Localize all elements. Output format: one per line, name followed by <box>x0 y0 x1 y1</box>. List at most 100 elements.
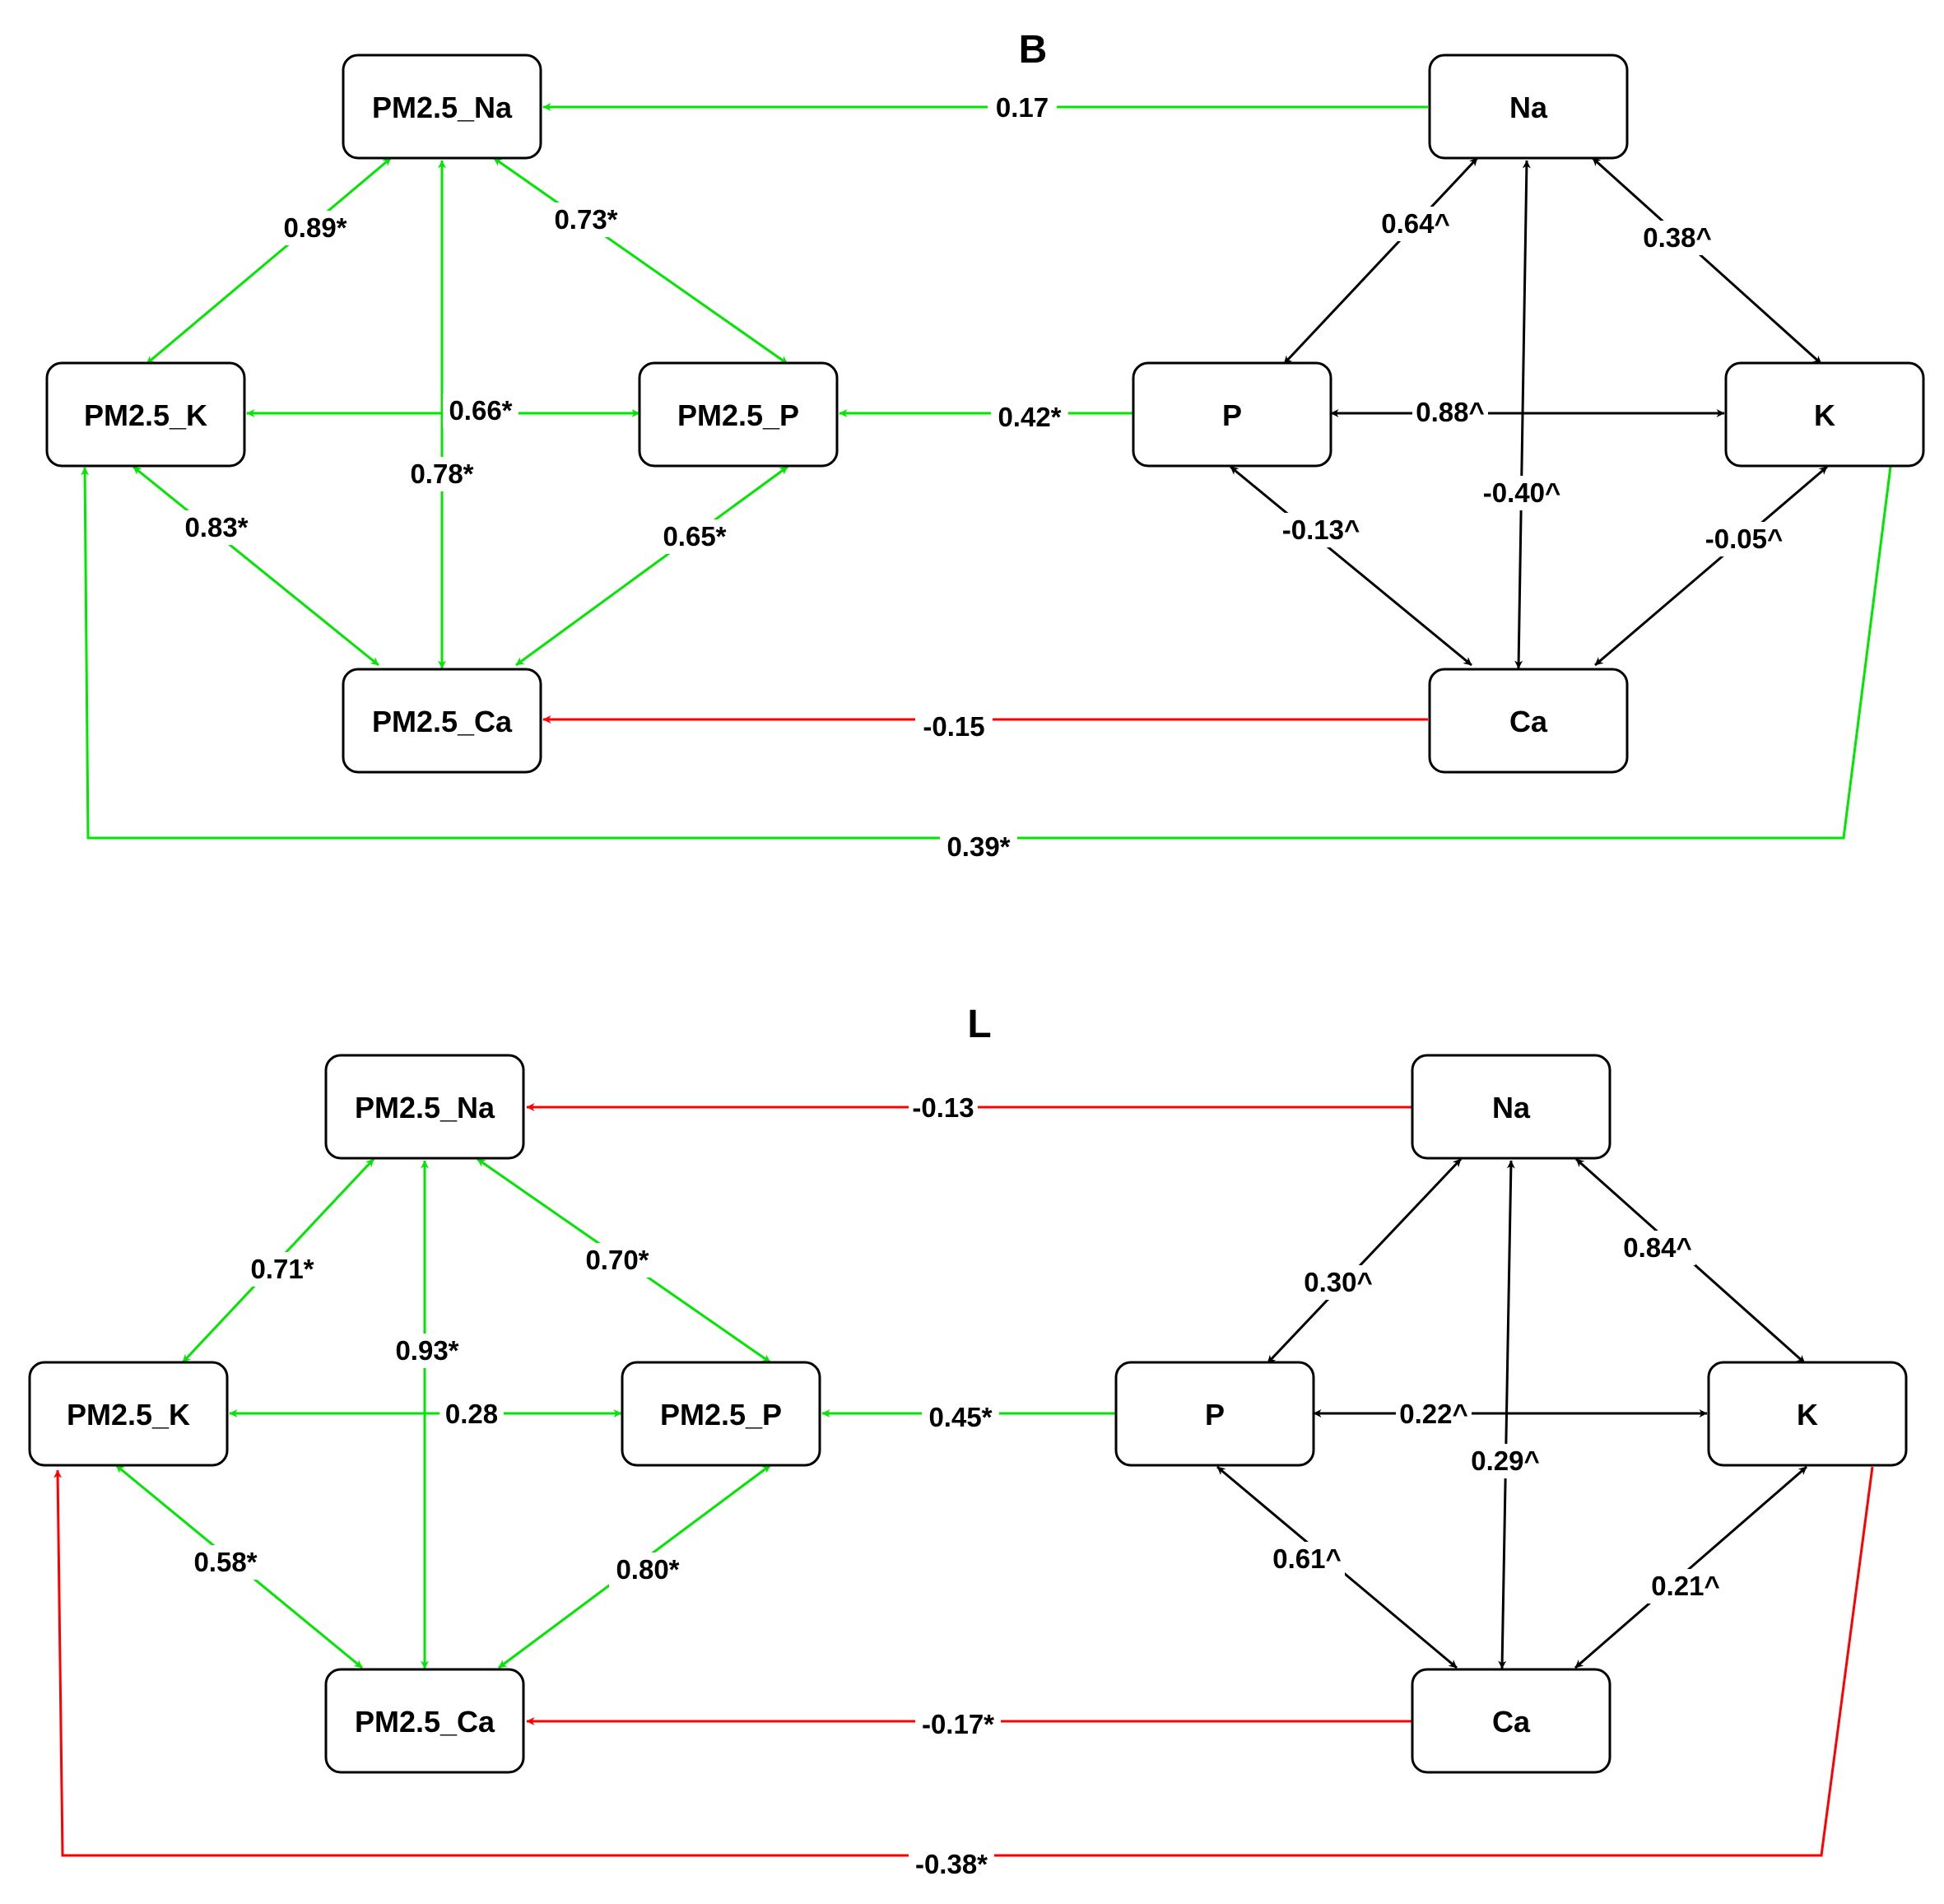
node-label: PM2.5_Na <box>355 1091 495 1124</box>
edge-pmk-pmca: 0.58* <box>115 1464 363 1669</box>
edge-label: 0.28 <box>445 1399 498 1429</box>
edge-label: 0.17 <box>996 92 1049 123</box>
node-na: Na <box>1411 1054 1611 1160</box>
node-pm25-na: PM2.5_Na <box>342 54 542 160</box>
panel-l: L 0.71* 0.70* 0.28 0.93* 0.58* <box>28 1003 1908 1882</box>
node-k: K <box>1707 1361 1908 1467</box>
node-label: P <box>1222 398 1242 432</box>
edge-label: 0.83* <box>184 512 248 542</box>
node-p: P <box>1114 1361 1315 1467</box>
edge-label: 0.45* <box>928 1402 992 1432</box>
edge-na-k: 0.84^ <box>1575 1157 1806 1365</box>
edge-label: -0.40^ <box>1483 477 1561 508</box>
node-ca: Ca <box>1411 1668 1611 1774</box>
edge-label: 0.71* <box>250 1254 314 1284</box>
edge-pmna-pmca: 0.93* <box>388 1160 466 1669</box>
panel-title: B <box>1019 28 1048 72</box>
edge-label: 0.93* <box>395 1335 458 1366</box>
edge-label: 0.38^ <box>1643 222 1712 253</box>
node-pm25-ca: PM2.5_Ca <box>342 668 542 774</box>
edge-label: 0.65* <box>663 521 726 552</box>
edge-label: 0.61^ <box>1272 1543 1342 1574</box>
edge-pmk-pmca: 0.83* <box>133 465 379 667</box>
edge-pmna-pmk: 0.89* <box>146 156 392 365</box>
edge-label: 0.84^ <box>1623 1232 1692 1263</box>
node-label: PM2.5_Na <box>372 91 513 124</box>
edge-label: 0.70* <box>585 1245 649 1275</box>
edge-p-pmp: 0.45* <box>821 1400 1115 1435</box>
edge-k-ca: 0.21^ <box>1574 1465 1807 1669</box>
edge-label: 0.78* <box>410 459 473 489</box>
edge-p-pmp: 0.42* <box>839 400 1132 435</box>
node-label: Ca <box>1492 1705 1531 1739</box>
edge-label: -0.05^ <box>1705 524 1784 554</box>
edge-k-pmk: -0.38* <box>53 1466 1874 1882</box>
edge-na-p: 0.30^ <box>1266 1157 1463 1365</box>
edge-pmp-pmca: 0.80* <box>498 1464 771 1669</box>
edge-p-k: 0.88^ <box>1330 395 1725 430</box>
edge-label: 0.42* <box>998 402 1061 432</box>
node-ca: Ca <box>1428 668 1629 774</box>
edge-na-k: 0.38^ <box>1591 156 1823 365</box>
node-pm25-k: PM2.5_K <box>28 1361 229 1467</box>
edge-label: 0.80* <box>616 1554 679 1585</box>
node-label: Na <box>1492 1091 1531 1124</box>
edge-label: -0.13^ <box>1282 514 1360 545</box>
node-pm25-na: PM2.5_Na <box>324 1054 525 1160</box>
edge-label: 0.29^ <box>1471 1445 1540 1476</box>
edge-na-pmna: -0.13 <box>526 1091 1411 1125</box>
node-label: PM2.5_K <box>67 1398 190 1431</box>
node-label: K <box>1814 398 1835 432</box>
edge-label: -0.17* <box>922 1709 994 1739</box>
edge-p-ca: 0.61^ <box>1216 1465 1458 1669</box>
edge-label: 0.73* <box>554 204 617 235</box>
edge-na-ca: -0.40^ <box>1479 160 1565 669</box>
node-label: PM2.5_K <box>84 398 207 432</box>
edge-pmna-pmk: 0.71* <box>181 1157 375 1364</box>
node-pm25-k: PM2.5_K <box>45 361 246 468</box>
node-k: K <box>1724 361 1925 468</box>
node-label: P <box>1205 1398 1225 1431</box>
edge-p-k: 0.22^ <box>1313 1397 1708 1431</box>
edge-k-ca: -0.05^ <box>1594 465 1828 667</box>
edge-pmna-pmca: 0.78* <box>403 160 481 669</box>
node-pm25-ca: PM2.5_Ca <box>324 1668 525 1774</box>
node-label: PM2.5_Ca <box>372 705 513 738</box>
edge-label: 0.22^ <box>1399 1399 1468 1429</box>
edge-label: 0.39* <box>946 831 1010 862</box>
edge-pmna-pmp: 0.73* <box>493 156 788 365</box>
edge-pmp-pmca: 0.65* <box>515 465 788 667</box>
edge-na-p: 0.64^ <box>1282 156 1479 365</box>
edge-label: 0.89* <box>283 212 346 243</box>
node-label: PM2.5_Ca <box>355 1705 495 1739</box>
node-label: Na <box>1509 91 1548 124</box>
edge-label: 0.30^ <box>1304 1267 1373 1297</box>
node-p: P <box>1132 361 1332 468</box>
panel-b: B 0.89* 0.73* 0.78* 0.66* 0.83* <box>45 28 1925 864</box>
edge-label: 0.21^ <box>1651 1571 1720 1601</box>
edge-label: 0.66* <box>449 395 512 426</box>
edge-label: -0.38* <box>915 1849 988 1879</box>
edge-k-pmk: 0.39* <box>81 466 1892 864</box>
edge-pmk-pmca-label-b: 0.66* <box>443 393 519 428</box>
edge-label: -0.15 <box>923 711 984 742</box>
node-label: PM2.5_P <box>677 398 799 432</box>
edge-label: 0.64^ <box>1381 208 1450 239</box>
node-pm25-p: PM2.5_P <box>621 1361 821 1467</box>
edge-label: 0.58* <box>193 1547 257 1577</box>
edge-pmna-pmp: 0.70* <box>477 1157 771 1364</box>
edge-ca-pmca: -0.15 <box>542 710 1428 744</box>
edge-na-pmna: 0.17 <box>542 91 1428 125</box>
edge-label: 0.88^ <box>1416 397 1485 427</box>
edge-na-ca: 0.29^ <box>1467 1160 1544 1669</box>
node-pm25-p: PM2.5_P <box>638 361 839 468</box>
panel-title: L <box>967 1003 991 1046</box>
edge-p-ca: -0.13^ <box>1230 465 1472 667</box>
node-label: PM2.5_P <box>660 1398 782 1431</box>
node-label: Ca <box>1509 705 1548 738</box>
edge-ca-pmca: -0.17* <box>526 1707 1411 1742</box>
edge-label: -0.13 <box>912 1092 974 1123</box>
node-na: Na <box>1428 54 1629 160</box>
node-label: K <box>1797 1398 1818 1431</box>
